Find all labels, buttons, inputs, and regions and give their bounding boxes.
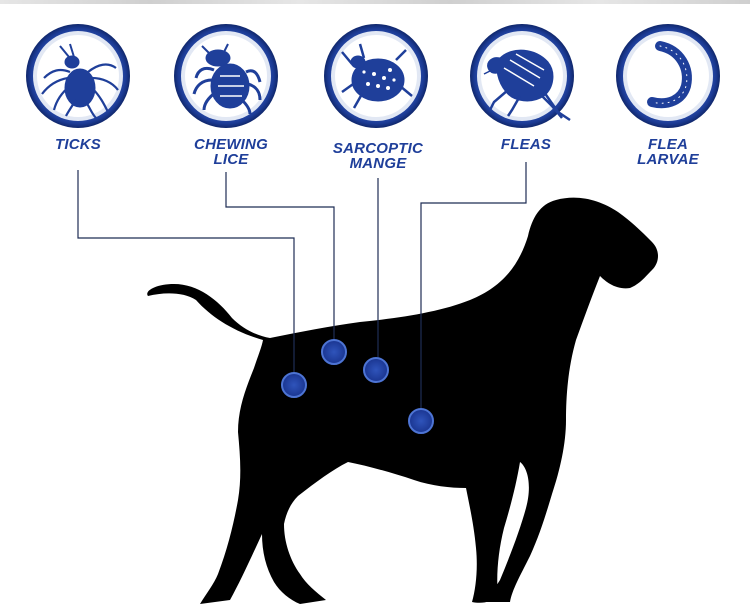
marker-fleas bbox=[408, 408, 434, 434]
leader-line-fleas bbox=[420, 162, 527, 408]
louse-icon bbox=[174, 24, 278, 128]
flea-icon bbox=[470, 24, 574, 128]
body-markers bbox=[281, 339, 434, 434]
mite-icon bbox=[324, 24, 428, 128]
leader-lines bbox=[77, 162, 527, 408]
dog-silhouette bbox=[147, 197, 658, 604]
label-ticks: TICKS bbox=[55, 136, 101, 153]
tick-icon bbox=[26, 24, 130, 128]
label-fleas: FLEAS bbox=[500, 136, 552, 153]
marker-chewing-lice bbox=[321, 339, 347, 365]
marker-ticks bbox=[281, 372, 307, 398]
leader-line-ticks bbox=[77, 170, 295, 372]
larva-icon bbox=[616, 24, 720, 128]
label-sarcoptic-mange: SARCOPTIC MANGE bbox=[332, 140, 424, 172]
marker-sarcoptic-mange bbox=[363, 357, 389, 383]
leader-line-chewing-lice bbox=[225, 172, 335, 340]
label-chewing-lice: CHEWING LICE bbox=[194, 136, 268, 168]
label-flea-larvae: FLEA LARVAE bbox=[637, 136, 699, 168]
top-divider bbox=[0, 0, 750, 4]
